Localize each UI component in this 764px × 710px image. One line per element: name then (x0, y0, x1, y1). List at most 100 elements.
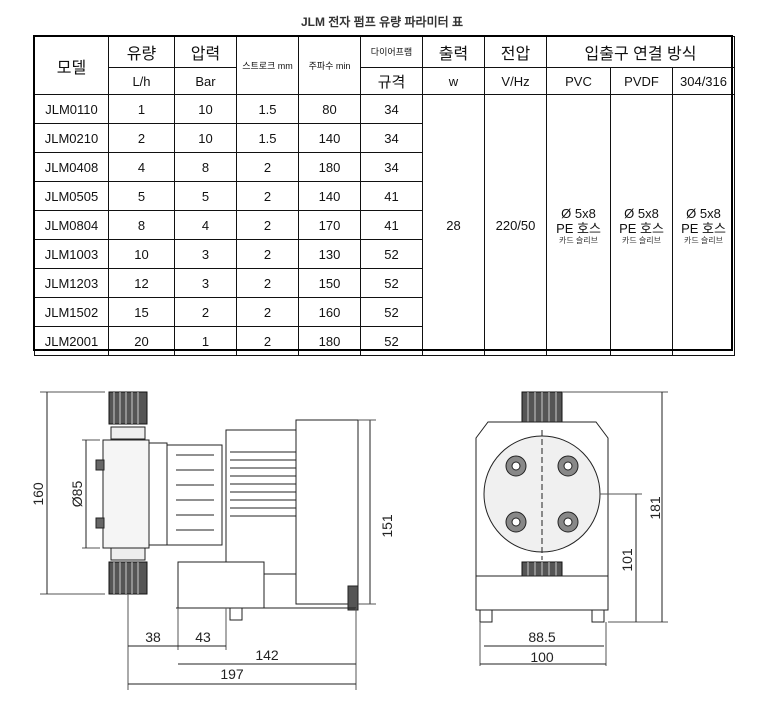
cell-flow: 20 (108, 326, 175, 356)
cell-model: JLM2001 (34, 326, 109, 356)
cell-spec: 34 (360, 152, 423, 182)
side-view (40, 391, 376, 690)
dim-inner-width: 88.5 (528, 629, 555, 645)
cell-pressure: 10 (174, 123, 237, 153)
dim-length: 142 (255, 647, 279, 663)
header-flow: 유량 (108, 36, 175, 68)
cell-spec: 52 (360, 268, 423, 298)
cell-connection-pvc: Ø 5x8 PE 호스 카드 슬리브 (546, 94, 611, 356)
cell-pressure: 10 (174, 94, 237, 124)
unit-voltage: V/Hz (484, 67, 547, 95)
dim-side-height: 160 (30, 482, 46, 506)
cell-flow: 4 (108, 152, 175, 182)
cell-pressure: 1 (174, 326, 237, 356)
cell-spec: 34 (360, 123, 423, 153)
cell-flow: 8 (108, 210, 175, 240)
cell-model: JLM1502 (34, 297, 109, 327)
cell-frequency: 180 (298, 152, 361, 182)
cell-spec: 34 (360, 94, 423, 124)
cell-stroke: 1.5 (236, 94, 299, 124)
cell-frequency: 170 (298, 210, 361, 240)
table-row: JLM0210 2 10 1.5 140 34 (34, 123, 735, 153)
cell-pressure: 4 (174, 210, 237, 240)
cell-flow: 2 (108, 123, 175, 153)
dim-base-offset: 38 (145, 629, 161, 645)
connection-size: Ø 5x8 (624, 205, 659, 221)
cell-connection-pvdf: Ø 5x8 PE 호스 카드 슬리브 (610, 94, 673, 356)
cell-stroke: 2 (236, 239, 299, 269)
cell-output: 28 (422, 94, 485, 356)
cell-frequency: 150 (298, 268, 361, 298)
connection-tube: PE 호스 (556, 220, 601, 236)
cell-pressure: 8 (174, 152, 237, 182)
cell-flow: 1 (108, 94, 175, 124)
connection-size: Ø 5x8 (686, 205, 721, 221)
cell-model: JLM0210 (34, 123, 109, 153)
cell-flow: 10 (108, 239, 175, 269)
header-voltage: 전압 (484, 36, 547, 68)
dim-center-height: 101 (619, 548, 635, 572)
cell-pressure: 3 (174, 268, 237, 298)
unit-output: w (422, 67, 485, 95)
connection-tube: PE 호스 (681, 220, 726, 236)
front-view (475, 391, 668, 666)
cell-stroke: 1.5 (236, 123, 299, 153)
cell-frequency: 80 (298, 94, 361, 124)
cell-spec: 52 (360, 297, 423, 327)
cell-stroke: 2 (236, 326, 299, 356)
cell-frequency: 140 (298, 181, 361, 211)
cell-spec: 52 (360, 239, 423, 269)
cell-stroke: 2 (236, 268, 299, 298)
cell-spec: 41 (360, 210, 423, 240)
pump-dimension-drawing: 160 Ø85 151 38 43 142 197 181 101 88.5 1… (30, 391, 668, 690)
page-title: JLM 전자 펌프 유량 파라미터 표 (300, 15, 464, 29)
cell-spec: 41 (360, 181, 423, 211)
cell-stroke: 2 (236, 297, 299, 327)
header-diaphragm: 다이어프램 (360, 36, 423, 68)
cell-stroke: 2 (236, 152, 299, 182)
unit-flow: L/h (108, 67, 175, 95)
table-row: JLM0408 4 8 2 180 34 (34, 152, 735, 182)
cell-model: JLM0804 (34, 210, 109, 240)
cell-frequency: 130 (298, 239, 361, 269)
dim-width: 100 (530, 649, 554, 665)
cell-model: JLM1203 (34, 268, 109, 298)
connection-note: 카드 슬리브 (683, 235, 724, 245)
dim-total-length: 197 (220, 666, 244, 682)
cell-flow: 15 (108, 297, 175, 327)
connection-size: Ø 5x8 (561, 205, 596, 221)
cell-flow: 5 (108, 181, 175, 211)
dim-foot: 43 (195, 629, 211, 645)
cell-pressure: 3 (174, 239, 237, 269)
header-stroke: 스트로크 mm (236, 36, 299, 95)
unit-pvc: PVC (546, 67, 611, 95)
header-output: 출력 (422, 36, 485, 68)
cell-model: JLM1003 (34, 239, 109, 269)
connection-note: 카드 슬리브 (558, 235, 599, 245)
table-row: JLM0110 1 10 1.5 80 34 28 220/50 Ø 5x8 P… (34, 94, 736, 356)
unit-pvdf: PVDF (610, 67, 673, 95)
connection-tube: PE 호스 (619, 220, 664, 236)
header-spec: 규격 (360, 67, 423, 95)
cell-frequency: 180 (298, 326, 361, 356)
cell-pressure: 5 (174, 181, 237, 211)
cell-pressure: 2 (174, 297, 237, 327)
cell-stroke: 2 (236, 181, 299, 211)
cell-frequency: 160 (298, 297, 361, 327)
cell-flow: 12 (108, 268, 175, 298)
cell-stroke: 2 (236, 210, 299, 240)
unit-ss: 304/316 (671, 67, 736, 95)
header-model: 모델 (34, 36, 109, 95)
dim-outlet-height: 151 (379, 514, 395, 538)
dim-front-height: 181 (647, 496, 663, 520)
header-connection: 입출구 연결 방식 (545, 36, 736, 68)
cell-model: JLM0110 (34, 94, 109, 124)
cell-model: JLM0408 (34, 152, 109, 182)
parameter-table: 모델 유량 압력 스트로크 mm 주파수 min 다이어프램 출력 전압 입출구… (34, 36, 736, 356)
cell-connection-ss: Ø 5x8 PE 호스 카드 슬리브 (671, 94, 736, 356)
header-pressure: 압력 (174, 36, 237, 68)
unit-pressure: Bar (174, 67, 237, 95)
cell-frequency: 140 (298, 123, 361, 153)
dim-diameter: Ø85 (69, 481, 85, 508)
cell-voltage: 220/50 (484, 94, 547, 356)
